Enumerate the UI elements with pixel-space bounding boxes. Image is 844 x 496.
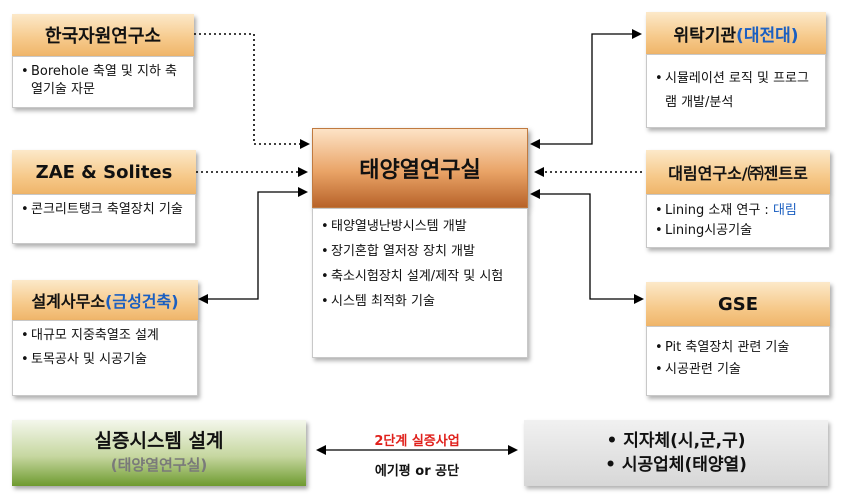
gse-item: Pit 축열장치 관련 기술 [655,337,821,359]
zae-item: 콘크리트탱크 축열장치 기술 [21,201,187,219]
daelim-title-box: 대림연구소/㈜젠트로 [646,150,830,194]
kigam-connector [194,33,310,149]
kigam-title: 한국자원연구소 [45,26,161,47]
daelim-item-text: Lining 소재 연구 : [665,203,769,218]
consign-title-box: 위탁기관(대전대) [646,12,826,54]
design-connector [198,187,308,304]
phase2-label: 2단계 실증사업 [374,434,460,449]
design-title: 설계사무소 [31,292,106,311]
daelim-item-highlight: 대림 [772,203,797,218]
partner-line: • 지자체(시,군,구) [606,431,746,451]
daelim-desc: Lining 소재 연구 : 대림 Lining시공기술 [646,194,830,248]
daelim-item: Lining시공기술 [655,221,821,241]
gse-title: GSE [717,293,759,315]
consign-connector [530,29,642,149]
daelim-item: Lining 소재 연구 : 대림 [655,201,821,221]
center-item: 시스템 최적화 기술 [321,292,519,311]
demo-design-title: 실증시스템 설계 [94,430,224,452]
design-item: 대규모 지중축열조 설계 [21,327,189,345]
kigam-item: Borehole 축열 및 지하 축열기술 자문 [21,63,185,99]
consign-item: 시뮬레이션 로직 및 프로그램 개발/분석 [655,67,817,115]
agency-label: 에기평 or 공단 [374,464,460,479]
demo-design-box: 실증시스템 설계 (태양열연구실) [12,420,306,486]
kigam-desc: Borehole 축열 및 지하 축열기술 자문 [12,56,194,108]
gse-connector [530,189,644,304]
consign-desc: 시뮬레이션 로직 및 프로그램 개발/분석 [646,54,826,128]
gse-title-box: GSE [646,282,830,326]
zae-title: ZAE & Solites [35,161,173,183]
center-title-box: 태양열연구실 [312,128,528,208]
demo-design-sub: (태양열연구실) [110,456,208,474]
design-desc: 대규모 지중축열조 설계 토목공사 및 시공기술 [12,320,198,396]
partner-line: • 시공업체(태양열) [605,455,747,475]
design-item: 토목공사 및 시공기술 [21,351,189,369]
consign-title-highlight: (대전대) [736,25,799,46]
consign-title: 위탁기관 [673,25,737,46]
gse-desc: Pit 축열장치 관련 기술 시공관련 기술 [646,326,830,396]
zae-desc: 콘크리트탱크 축열장치 기술 [12,194,196,244]
kigam-title-box: 한국자원연구소 [12,14,194,56]
daelim-title: 대림연구소/㈜젠트로 [668,164,808,183]
gse-item: 시공관련 기술 [655,359,821,381]
zae-title-box: ZAE & Solites [12,150,196,194]
design-title-highlight: (금성건축) [105,292,179,311]
design-title-box: 설계사무소(금성건축) [12,280,198,320]
center-title: 태양열연구실 [359,158,481,183]
center-item: 태양열냉난방시스템 개발 [321,217,519,236]
center-desc: 태양열냉난방시스템 개발 장기혼합 열저장 장치 개발 축소시험장치 설계/제작… [312,208,528,358]
center-item: 축소시험장치 설계/제작 및 시험 [321,267,519,286]
center-item: 장기혼합 열저장 장치 개발 [321,242,519,261]
partners-box: • 지자체(시,군,구) • 시공업체(태양열) [524,420,828,486]
